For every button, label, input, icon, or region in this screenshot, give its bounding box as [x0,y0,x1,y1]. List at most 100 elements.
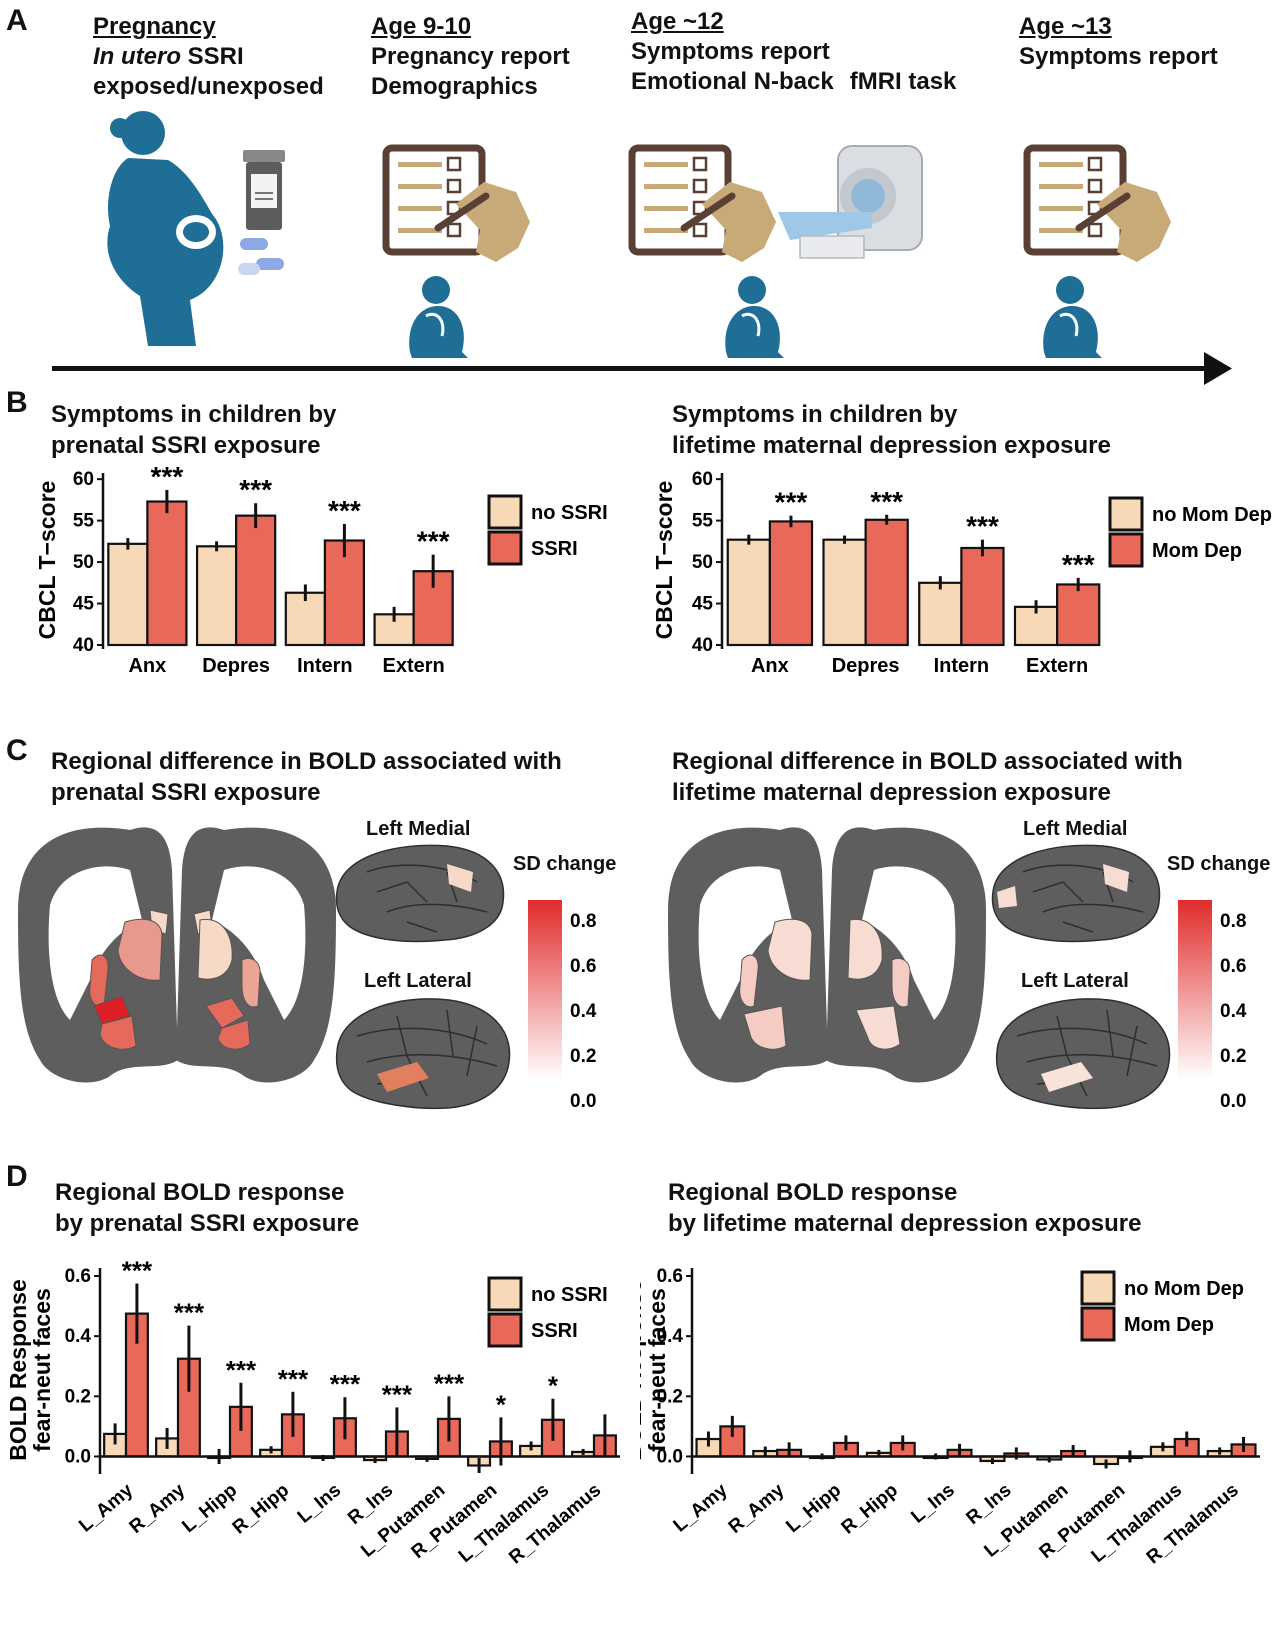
sd-color-scale [528,900,562,1080]
x-tick-label: L_Amy [670,1479,732,1536]
x-tick-label: Anx [751,655,789,677]
stage-title: Pregnancy [93,13,216,40]
panel-c-left-title: Regional difference in BOLD associated w… [51,746,562,808]
x-tick-label: L_Hipp [782,1480,845,1537]
y-tick-label: 45 [692,594,714,615]
scale-tick-label: 0.2 [570,1046,596,1067]
title-line: Regional difference in BOLD associated w… [51,748,562,775]
stage-title: Age ~12 [631,8,724,35]
x-tick-label: Depres [202,655,270,677]
title-line: lifetime maternal depression exposure [672,779,1111,806]
y-tick-label: 40 [692,635,713,656]
scale-tick-label: 0.2 [1220,1046,1246,1067]
stage-title: Age ~13 [1019,13,1112,40]
bar [146,500,188,647]
x-tick-label: R_Amy [725,1479,789,1537]
stage-age-9-10: Age 9-10 Pregnancy report Demographics [371,12,570,102]
sd-color-scale [1178,900,1212,1080]
timeline-arrow [52,352,1232,385]
legend-label: no Mom Dep [1152,504,1272,526]
brain-maps: 0.80.60.40.20.0 0.80.60.40.20.0 [18,827,1247,1112]
x-tick-label: Extern [1026,655,1088,677]
title-line: Symptoms in children by [51,401,337,428]
significance-stars: *** [775,487,808,518]
x-tick-label: R_Hipp [229,1480,293,1539]
bar [1056,583,1101,647]
bar [864,518,909,647]
y-axis-label-line: BOLD Response [5,1279,31,1460]
scale-title: SD change [1167,853,1271,875]
x-tick-label: Intern [297,655,353,677]
stage-italic-text: In utero [93,43,181,70]
scale-tick-label: 0.8 [570,911,596,932]
stage-line: In utero SSRI [93,42,324,72]
significance-stars: *** [1062,549,1095,580]
legend-label: no SSRI [531,1284,608,1306]
panel-b-left-title: Symptoms in children by prenatal SSRI ex… [51,399,336,461]
significance-stars: *** [330,1369,361,1399]
bar [918,581,963,647]
significance-stars: *** [151,461,184,492]
stage-age-12: Age ~12 Symptoms report Emotional N-back… [631,7,956,97]
scale-title: SD change [513,853,617,875]
y-tick-label: 50 [692,552,713,573]
legend-swatch [487,494,523,530]
stage-line: Symptoms report [631,38,830,65]
scale-tick-label: 0.0 [570,1091,596,1112]
lateral-cortex-ssri [335,998,511,1110]
bar [107,542,149,647]
y-tick-label: 60 [692,469,713,490]
panel-d-right-title: Regional BOLD response by lifetime mater… [668,1177,1142,1239]
y-tick-label: 0.0 [65,1446,91,1467]
significance-stars: *** [239,474,272,505]
y-axis-label: CBCL T−score [651,481,677,640]
x-tick-label: L_Ins [907,1480,959,1528]
x-tick-label: Anx [128,655,166,677]
bar [726,538,771,647]
significance-stars: * [548,1371,559,1401]
panel-b-right-title: Symptoms in children by lifetime materna… [672,399,1111,461]
significance-stars: * [496,1389,507,1419]
title-line: Regional BOLD response [668,1179,958,1206]
legend-swatch [487,1276,523,1312]
scale-tick-label: 0.4 [1220,1001,1247,1022]
x-tick-label: L_Ins [294,1480,346,1528]
title-line: Regional difference in BOLD associated w… [672,748,1183,775]
stage-text: Emotional N-back [631,68,834,95]
stage-text: SSRI [181,43,244,70]
y-axis-label: BOLD Responsefear-neut faces [5,1279,55,1460]
significance-stars: *** [328,495,361,526]
title-line: lifetime maternal depression exposure [672,432,1111,459]
x-tick-label: L_Amy [75,1479,137,1536]
stage-line: Symptoms report [1019,43,1218,70]
legend-label: SSRI [531,538,578,560]
left-lateral-label: Left Lateral [364,970,472,992]
x-tick-label: Extern [383,655,445,677]
legend-label: Mom Dep [1152,540,1242,562]
legend-label: Mom Dep [1124,1314,1214,1336]
stage-line: Pregnancy report [371,43,570,70]
y-tick-label: 40 [73,635,94,656]
significance-stars: *** [870,486,903,517]
bar [235,514,277,647]
panel-c-right-title: Regional difference in BOLD associated w… [672,746,1183,808]
y-tick-label: 0.6 [65,1266,91,1287]
scale-ticks: 0.80.60.40.20.0 [1220,911,1247,1112]
panel-d-left-title: Regional BOLD response by prenatal SSRI … [55,1177,359,1239]
y-axis-label-line: fear-neut faces [644,1288,670,1452]
significance-stars: *** [434,1368,465,1398]
panel-label-a: A [6,4,28,37]
y-axis-label-line: fear-neut faces [29,1288,55,1452]
significance-stars: *** [122,1256,153,1286]
coronal-brain-ssri [18,827,336,1083]
title-line: prenatal SSRI exposure [51,432,321,459]
y-tick-label: 55 [692,511,714,532]
y-axis-label: CBCL T−score [34,481,60,640]
